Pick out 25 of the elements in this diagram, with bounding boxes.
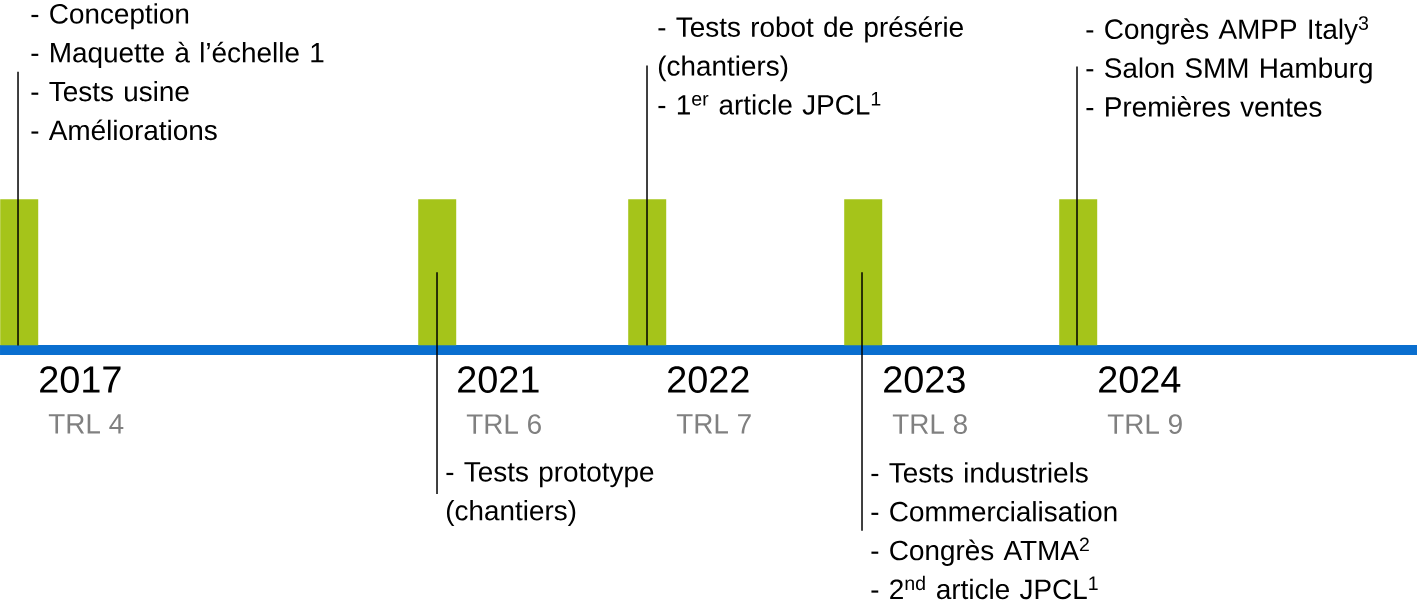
trl-label: TRL 4 xyxy=(48,414,124,434)
leader-line xyxy=(1076,65,1078,347)
trl-label: TRL 8 xyxy=(892,414,967,434)
leader-line xyxy=(861,271,863,532)
timeline-bar xyxy=(628,199,667,346)
leader-line xyxy=(646,64,648,347)
year-label: 2021 xyxy=(458,366,539,393)
year-label: 2024 xyxy=(1099,366,1181,393)
milestone-text: - Tests robot de présérie (chantiers) - 1$^{er}$ article JPCL$^{1}$ xyxy=(658,16,963,115)
trl-label: TRL 9 xyxy=(1107,414,1182,434)
leader-line xyxy=(436,271,438,495)
timeline-bar xyxy=(1059,199,1098,346)
milestone-text: - Congrès AMPP Italy$^{3}$ - Salon SMM Hamburg - Premières ventes xyxy=(1086,16,1372,117)
year-label: 2022 xyxy=(668,366,749,393)
milestone-text: - Tests industriels - Commercialisation - Congrès ATMA$^{2}$ - 2$^{nd}$ article JPCL$^{1}$ xyxy=(871,462,1117,600)
leader-line xyxy=(17,70,19,347)
milestone-text: - Tests prototype (chantiers) xyxy=(446,462,654,526)
timeline-bar xyxy=(418,199,457,346)
timeline-bar xyxy=(844,199,883,346)
trl-label: TRL 7 xyxy=(676,414,751,434)
year-label: 2023 xyxy=(884,366,965,393)
milestone-text: - Conception - Maquette à l’échelle 1 - Tests usine - Améliorations xyxy=(31,3,324,141)
trl-label: TRL 6 xyxy=(466,414,541,434)
year-label: 2017 xyxy=(40,366,121,393)
timeline-bar xyxy=(0,199,39,346)
